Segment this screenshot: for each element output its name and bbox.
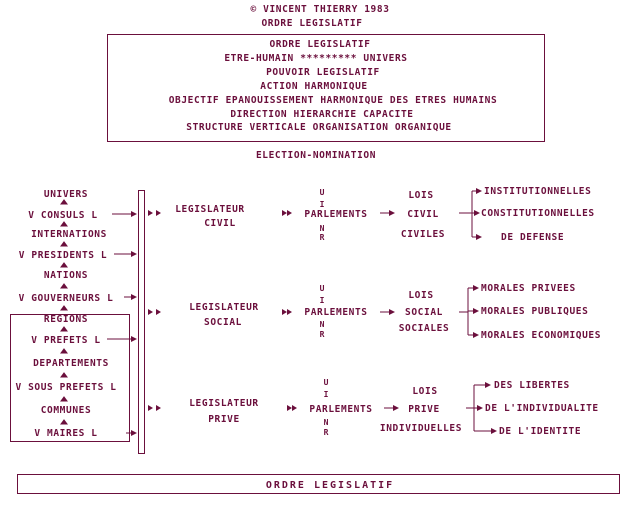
double-arrows (148, 210, 297, 411)
outcome-label: MORALES PRIVEES (481, 283, 576, 294)
footer-title: ORDRE LEGISLATIF (265, 480, 395, 491)
parlements-label: PARLEMENTS (309, 404, 373, 415)
hierarchy-level: V CONSULS L (28, 210, 98, 221)
unir-letter: N (323, 418, 329, 427)
hierarchy-level: INTERNATIONS (31, 229, 107, 240)
hierarchy-level: UNIVERS (43, 189, 89, 200)
laws-label: LOIS (412, 386, 438, 397)
footer-box (17, 474, 620, 494)
laws-type: CIVILES (400, 229, 446, 240)
unir-letter: R (323, 428, 329, 437)
unir-letter: N (319, 224, 325, 233)
outcome-label: DE L'INDIVIDUALITE (485, 403, 599, 414)
principle-line: ETRE-HUMAIN ********* UNIVERS (224, 53, 408, 64)
collector-bar (138, 190, 145, 454)
legislator-title: LEGISLATEUR (189, 302, 259, 313)
hierarchy-level: REGIONS (43, 314, 89, 325)
legislator-type: PRIVE (208, 414, 240, 425)
page-title: ORDRE LEGISLATIF (261, 18, 363, 29)
unir-letter: R (319, 330, 325, 339)
principle-line: POUVOIR LEGISLATIF (266, 67, 380, 78)
outcome-label: INSTITUTIONNELLES (484, 186, 592, 197)
laws-label: LOIS (408, 190, 434, 201)
hierarchy-level: V GOUVERNEURS L (18, 293, 114, 304)
principle-line: OBJECTIF EPANOUISSEMENT HARMONIQUE DES E… (168, 95, 498, 106)
outcome-label: CONSTITUTIONNELLES (481, 208, 595, 219)
copyright-line: © VINCENT THIERRY 1983 (250, 4, 390, 15)
hierarchy-level: V PRESIDENTS L (18, 250, 108, 261)
unir-letter: U (319, 188, 325, 197)
outcome-label: MORALES PUBLIQUES (481, 306, 589, 317)
unir-letter: I (319, 200, 325, 209)
principle-line: ACTION HARMONIQUE (260, 81, 368, 92)
principle-line: ORDRE LEGISLATIF (269, 39, 371, 50)
hierarchy-level: COMMUNES (40, 405, 92, 416)
unir-letter: R (319, 233, 325, 242)
outcome-label: MORALES ECONOMIQUES (481, 330, 602, 341)
unir-letter: U (323, 378, 329, 387)
outcome-label: DE DEFENSE (501, 232, 565, 243)
hierarchy-level: V MAIRES L (34, 428, 98, 439)
parlements-label: PARLEMENTS (304, 307, 368, 318)
to-laws-arrows (380, 210, 399, 411)
legislator-type: SOCIAL (204, 317, 242, 328)
election-label: ELECTION-NOMINATION (255, 150, 377, 161)
hierarchy-level: DEPARTEMENTS (33, 358, 109, 369)
legislator-title: LEGISLATEUR (175, 204, 245, 215)
to-collector-arrows (107, 211, 137, 436)
hierarchy-level: V SOUS PREFETS L (15, 382, 117, 393)
laws-label: LOIS (408, 290, 434, 301)
hierarchy-up-arrows (60, 199, 68, 425)
unir-letter: N (319, 320, 325, 329)
outcome-arrows (468, 188, 497, 434)
laws-domain: SOCIAL (405, 307, 443, 318)
principles-box (107, 34, 545, 142)
laws-domain: CIVIL (407, 209, 439, 220)
laws-type: SOCIALES (398, 323, 450, 334)
outcome-label: DES LIBERTES (494, 380, 570, 391)
hierarchy-level: V PREFETS L (31, 335, 101, 346)
legislator-type: CIVIL (204, 218, 236, 229)
legislator-title: LEGISLATEUR (189, 398, 259, 409)
unir-letter: U (319, 284, 325, 293)
hierarchy-level: NATIONS (43, 270, 89, 281)
local-hierarchy-box (10, 314, 130, 442)
principle-line: STRUCTURE VERTICALE ORGANISATION ORGANIQ… (186, 122, 452, 133)
outcome-label: DE L'IDENTITE (499, 426, 582, 437)
parlements-label: PARLEMENTS (304, 209, 368, 220)
unir-letter: I (323, 390, 329, 399)
laws-domain: PRIVE (408, 404, 440, 415)
principle-line: DIRECTION HIERARCHIE CAPACITE (230, 109, 414, 120)
unir-letter: I (319, 296, 325, 305)
laws-type: INDIVIDUELLES (379, 423, 463, 434)
